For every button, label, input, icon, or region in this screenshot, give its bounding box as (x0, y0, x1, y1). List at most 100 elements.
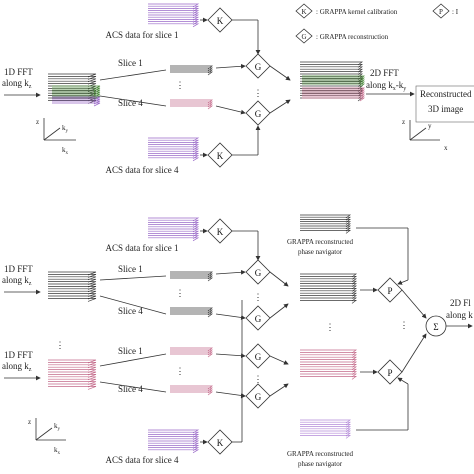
stack-line (300, 76, 364, 80)
mid-stack-bot-a (300, 273, 358, 304)
p-ellipsis-bot: ⋮ (400, 320, 409, 330)
stack-line (170, 67, 214, 72)
stack-line (48, 288, 97, 293)
legend-g-desc: : GRAPPA reconstruction (316, 33, 389, 41)
fft2d-top-label-1: 2D FFT (370, 68, 399, 78)
fft2d-bot-label-2: along k (446, 310, 473, 320)
recon-label-2: 3D image (428, 104, 463, 114)
slice-ellipsis-top: ⋮ (176, 80, 185, 90)
stack-line (48, 374, 97, 378)
nav-top-label-2: phase navigator (298, 248, 343, 256)
arrow-s4-g (215, 105, 246, 115)
fft2d-bot-label-1: 2D Fl (450, 298, 471, 308)
acs-stack-top-1 (148, 3, 200, 28)
stack-line (300, 61, 364, 66)
stack-line (300, 90, 364, 95)
nav-bot-label-2: phase navigator (298, 460, 343, 468)
stack-line (170, 99, 214, 104)
line-split-s1 (99, 69, 167, 81)
stack-line (48, 83, 97, 87)
line-bot-b-s1 (99, 353, 167, 367)
stack-line (300, 273, 358, 278)
stack-line (148, 3, 200, 8)
arrow-bot-g3-out (269, 355, 289, 365)
stack-line (170, 71, 214, 76)
svg-text:z: z (36, 118, 39, 126)
fft1d-bot-a-2: along kz (2, 275, 32, 287)
stack-line (170, 385, 214, 390)
g-node-top-2-label: G (255, 109, 262, 119)
acs-slice4-label: ACS data for slice 4 (106, 165, 179, 175)
stack-line (300, 290, 358, 295)
arrow-bot-s1a-g (215, 269, 246, 275)
acs-bot-slice1-label: ACS data for slice 1 (106, 243, 179, 253)
stack-line (170, 387, 214, 392)
mid-stack-bot-b (300, 349, 358, 380)
line-bot-b-s4 (99, 381, 167, 393)
g-node-bot-4-label: G (255, 392, 262, 402)
output-stack-top-pink (302, 87, 366, 102)
svg-text:ky: ky (62, 124, 69, 134)
slice1-stack-bot-a (170, 271, 214, 282)
stack-line (48, 92, 97, 97)
arrow-bot-g2-out (269, 303, 289, 319)
slice4-bot-b-label: Slice 4 (118, 384, 143, 394)
slice4-stack-bot-a (170, 307, 214, 318)
acs-stack-top-4 (148, 137, 200, 162)
stack-line (300, 373, 358, 378)
fft2d-top-label-2: along kx-ky (366, 80, 406, 92)
mid-ellipsis-bot: ⋮ (326, 322, 335, 332)
stack-line (170, 353, 214, 358)
svg-text:y: y (428, 122, 432, 130)
k-node-bot-2-label: K (217, 438, 224, 448)
kspace-stack-bot-b (48, 359, 97, 390)
stack-line (48, 73, 97, 78)
p-node-bot-2-label: P (387, 368, 392, 378)
stack-line (170, 275, 214, 280)
slice1-top-label: Slice 1 (118, 58, 143, 68)
acs-slice1-label: ACS data for slice 1 (106, 30, 179, 40)
stack-line (48, 90, 97, 95)
fft1d-top-label-2: along kz (2, 78, 32, 90)
output-stack-top-green (302, 75, 366, 88)
arrow-bot-s4a-g (215, 313, 246, 320)
slice4-stack-top (170, 99, 214, 110)
line-bot-a-s1 (99, 275, 167, 281)
line-split-s4 (99, 95, 167, 107)
slice-ellipsis-bot-b: ⋮ (176, 366, 185, 376)
stack-line (300, 297, 358, 302)
stack-line (48, 271, 97, 276)
svg-text:z: z (28, 418, 31, 426)
stack-line (48, 78, 97, 83)
input-ellipsis-bot: ⋮ (56, 340, 65, 350)
stack-line (48, 362, 97, 366)
slice4-top-label: Slice 4 (118, 98, 143, 108)
stack-line (300, 364, 358, 368)
stack-line (48, 278, 97, 283)
stack-line (170, 309, 214, 314)
slice1-stack-bot-b (170, 347, 214, 358)
k-node-top-1-label: K (217, 16, 224, 26)
stack-line (148, 449, 200, 454)
stack-line (170, 65, 214, 70)
stack-line (300, 78, 364, 83)
stack-line (48, 386, 97, 390)
axis-bottom-left: z ky kx (28, 418, 66, 456)
g-node-bot-3-label: G (255, 352, 262, 362)
legend-p-diamond (432, 3, 450, 19)
svg-text:kx: kx (54, 446, 61, 456)
stack-line (300, 68, 364, 73)
stack-line (302, 97, 366, 102)
stack-line (302, 77, 366, 82)
stack-line (48, 281, 97, 285)
stack-line (300, 97, 364, 102)
stack-line (48, 364, 97, 369)
legend: K : GRAPPA kernel calibration P : I G : … (295, 3, 459, 44)
arrow-bot-s4b-g (215, 391, 246, 398)
stack-line (148, 157, 200, 162)
stack-line (300, 283, 358, 287)
recon-label-1: Reconstructed (420, 89, 472, 99)
stack-line (170, 69, 214, 74)
arrow-nav-bot-p2 (397, 377, 409, 385)
